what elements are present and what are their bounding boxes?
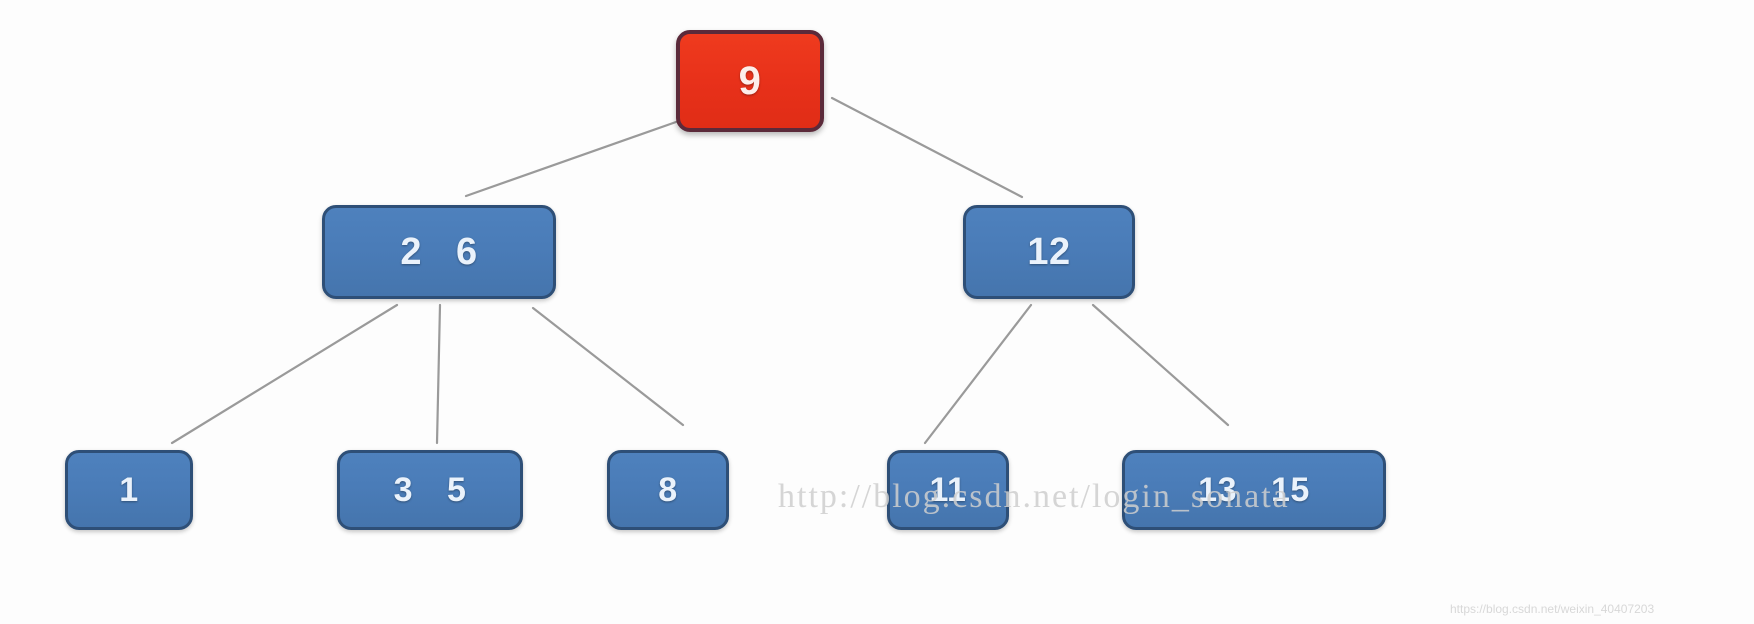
tree-edge <box>435 303 442 445</box>
node-keys: 13 15 <box>1198 471 1310 510</box>
node-key-value: 1 <box>119 470 139 509</box>
node-key-value: 13 <box>1198 470 1237 509</box>
node-keys: 12 <box>1027 231 1070 274</box>
tree-edge <box>830 96 1024 199</box>
node-key-value: 15 <box>1271 470 1310 509</box>
tree-node-n-8[interactable]: 8 <box>607 450 729 530</box>
node-keys: 8 <box>658 471 677 510</box>
node-key-value: 11 <box>929 470 967 509</box>
tree-node-n-12[interactable]: 12 <box>963 205 1135 299</box>
node-key-value: 3 <box>393 470 413 509</box>
tree-edge <box>1091 303 1230 427</box>
node-key-value: 5 <box>447 470 467 509</box>
node-key-value: 6 <box>456 230 478 273</box>
watermark-corner-text: https://blog.csdn.net/weixin_40407203 <box>1450 602 1655 616</box>
node-keys: 1 <box>119 471 138 510</box>
tree-edge <box>531 306 685 427</box>
tree-node-n-13-15[interactable]: 13 15 <box>1122 450 1386 530</box>
tree-node-n-11[interactable]: 11 <box>887 450 1009 530</box>
node-key-value: 2 <box>400 230 422 273</box>
tree-edge <box>170 303 399 445</box>
tree-edge <box>464 120 678 198</box>
tree-node-root[interactable]: 9 <box>676 30 824 132</box>
node-keys: 11 <box>930 471 967 510</box>
node-key-value: 12 <box>1027 230 1071 273</box>
node-key-value: 8 <box>658 470 678 509</box>
tree-node-n-1[interactable]: 1 <box>65 450 193 530</box>
node-keys: 9 <box>739 59 762 104</box>
tree-edge <box>923 303 1033 445</box>
node-key-value: 9 <box>738 58 762 103</box>
